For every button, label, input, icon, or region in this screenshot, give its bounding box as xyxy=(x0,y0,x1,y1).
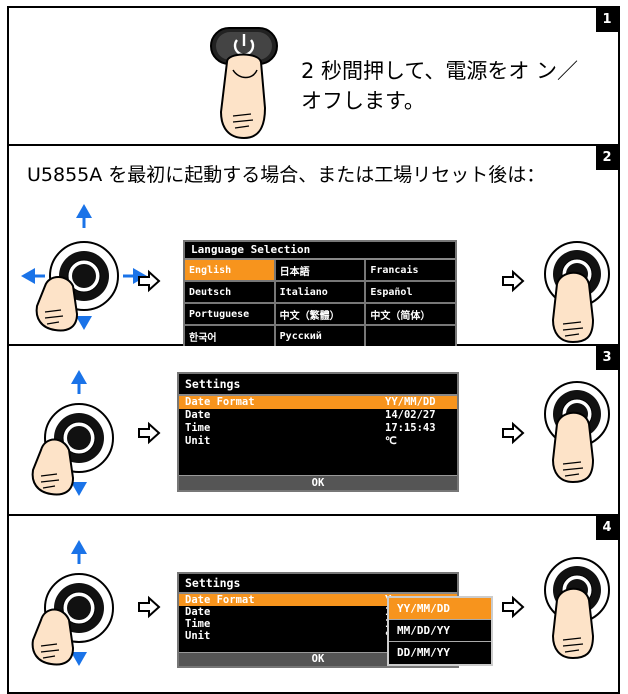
settings-label: Time xyxy=(185,422,211,434)
settings-label: Date xyxy=(185,409,211,421)
step-1-panel: 1 2 秒間押して、電源をオ ン／オフします。 xyxy=(7,6,620,146)
date-format-dropdown[interactable]: YY/MM/DD MM/DD/YY DD/MM/YY xyxy=(387,596,493,666)
finger-press-icon xyxy=(31,608,75,666)
settings-label: Date Format xyxy=(185,396,255,408)
ok-button[interactable]: OK xyxy=(179,475,457,490)
settings-value: ℃ xyxy=(385,435,397,447)
finger-press-icon xyxy=(31,438,75,496)
next-arrow-icon xyxy=(138,421,161,445)
next-arrow-icon xyxy=(502,269,525,293)
next-arrow-icon xyxy=(502,595,525,619)
language-option-trad-chinese[interactable]: 中文（繁體） xyxy=(275,304,365,324)
step-3-panel: 3 Settings Date Format YY/MM/DD Date 14/… xyxy=(7,346,620,516)
language-option-simp-chinese[interactable]: 中文（简体） xyxy=(366,304,455,324)
joystick-press-icon xyxy=(544,557,610,660)
step-3-number: 3 xyxy=(596,346,618,370)
settings-value: 14/02/27 xyxy=(385,409,436,421)
navigation-joystick-icon xyxy=(31,540,114,666)
language-option-italian[interactable]: Italiano xyxy=(275,282,365,302)
language-selection-screen: Language Selection English 日本語 Francais … xyxy=(183,240,457,348)
power-button-icon xyxy=(210,27,278,140)
step-1-instruction: 2 秒間押して、電源をオ ン／オフします。 xyxy=(301,59,579,113)
settings-label: Unit xyxy=(185,435,211,447)
language-screen-title: Language Selection xyxy=(185,242,455,260)
language-option-japanese[interactable]: 日本語 xyxy=(275,260,365,280)
navigation-joystick-icon xyxy=(31,370,114,496)
dropdown-option-mmddyy[interactable]: MM/DD/YY xyxy=(389,620,491,642)
language-option-spanish[interactable]: Español xyxy=(366,282,455,302)
settings-label: Unit xyxy=(185,630,211,642)
step-2-instruction: U5855A を最初に起動する場合、または工場リセット後は： xyxy=(27,164,546,186)
finger-press-icon xyxy=(219,53,267,140)
step-1-number: 1 xyxy=(596,8,618,32)
settings-row-unit[interactable]: Unit ℃ xyxy=(179,435,457,448)
settings-value: YY/MM/DD xyxy=(385,396,436,408)
settings-screen-title: Settings xyxy=(179,374,457,396)
language-grid: English 日本語 Francais Deutsch Italiano Es… xyxy=(185,260,455,346)
settings-screen: Settings Date Format YY/MM/DD Date 14/02… xyxy=(177,372,459,492)
settings-row-date[interactable]: Date 14/02/27 xyxy=(179,409,457,422)
step-4-number: 4 xyxy=(596,516,618,540)
dropdown-option-ddmmyy[interactable]: DD/MM/YY xyxy=(397,646,450,659)
step-4-panel: 4 Settings Date Format Y Date 1 Time 1 xyxy=(7,516,620,694)
settings-value: 17:15:43 xyxy=(385,422,436,434)
step-2-panel: 2 U5855A を最初に起動する場合、または工場リセット後は： Languag… xyxy=(7,146,620,348)
settings-label: Date Format xyxy=(185,594,255,606)
language-option-empty xyxy=(366,326,455,346)
dropdown-option-yymmdd[interactable]: YY/MM/DD xyxy=(389,598,491,620)
language-option-portuguese[interactable]: Portuguese xyxy=(185,304,274,324)
next-arrow-icon xyxy=(502,421,525,445)
next-arrow-icon xyxy=(138,269,161,293)
finger-press-icon xyxy=(551,411,595,484)
navigation-joystick-icon xyxy=(21,204,147,332)
language-option-russian[interactable]: Русский xyxy=(275,326,365,346)
finger-press-icon xyxy=(551,587,595,660)
settings-row-time[interactable]: Time 17:15:43 xyxy=(179,422,457,435)
language-option-french[interactable]: Francais xyxy=(366,260,455,280)
joystick-press-icon xyxy=(544,241,610,344)
language-option-german[interactable]: Deutsch xyxy=(185,282,274,302)
settings-label: Date xyxy=(185,606,211,618)
finger-press-icon xyxy=(551,271,595,344)
joystick-press-icon xyxy=(544,381,610,484)
language-option-english[interactable]: English xyxy=(185,260,274,280)
settings-screen-title: Settings xyxy=(179,574,457,594)
step-2-number: 2 xyxy=(596,146,618,170)
settings-label: Time xyxy=(185,618,211,630)
settings-row-date-format[interactable]: Date Format YY/MM/DD xyxy=(179,396,457,409)
language-option-korean[interactable]: 한국어 xyxy=(185,326,274,346)
next-arrow-icon xyxy=(138,595,161,619)
finger-press-icon xyxy=(35,276,79,332)
